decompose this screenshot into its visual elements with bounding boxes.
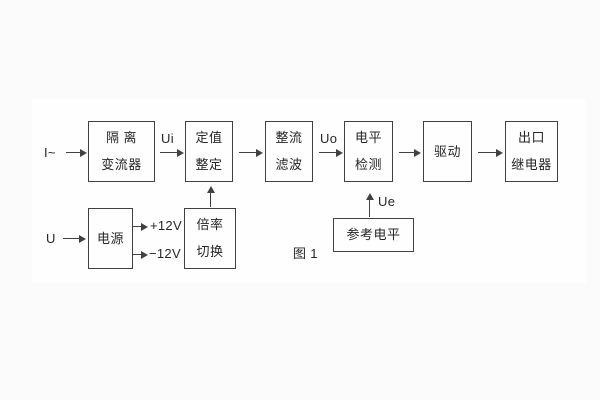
- block-label: 倍率: [196, 217, 224, 232]
- block-power-supply: 电源: [88, 208, 133, 269]
- block-label: 出口: [517, 130, 545, 145]
- block-label: 参考电平: [346, 227, 401, 242]
- figure-caption: 图 1: [293, 246, 318, 261]
- block-label: 隔 离: [105, 130, 138, 145]
- arrow-right-icon: [160, 149, 184, 157]
- label-input-voltage: U: [46, 231, 56, 246]
- block-label: 电源: [96, 230, 124, 246]
- block-ratio-switch: 倍率 切换: [184, 208, 236, 269]
- block-label: 定值: [195, 130, 223, 145]
- block-label: 电平: [354, 130, 382, 145]
- arrow-right-icon: [319, 149, 343, 157]
- block-label: 检测: [354, 157, 382, 172]
- block-level-detect: 电平 检测: [344, 121, 393, 182]
- block-reference-level: 参考电平: [333, 218, 414, 252]
- block-label: 驱动: [433, 143, 461, 159]
- arrow-up-icon: [206, 186, 215, 207]
- block-label: 继电器: [511, 157, 552, 172]
- arrow-right-icon: [239, 149, 263, 157]
- arrow-right-icon: [133, 223, 148, 231]
- label-rail-plus-12v: +12V: [150, 218, 182, 233]
- block-label: 整定: [195, 157, 223, 172]
- block-outlet-relay: 出口 继电器: [505, 121, 558, 182]
- arrow-right-icon: [399, 149, 421, 157]
- block-label: 变流器: [101, 157, 142, 172]
- label-rail-minus-12v: −12V: [149, 246, 181, 261]
- arrow-right-icon: [66, 149, 87, 157]
- label-signal-ui: Ui: [161, 131, 174, 146]
- arrow-up-icon: [365, 193, 374, 217]
- block-isolation-transformer: 隔 离 变流器: [88, 121, 155, 182]
- block-label: 滤波: [275, 157, 303, 172]
- label-signal-uo: Uo: [320, 131, 338, 146]
- arrow-right-icon: [63, 235, 86, 243]
- arrow-right-icon: [478, 149, 503, 157]
- label-signal-ue: Ue: [378, 194, 396, 209]
- block-setting-adjust: 定值 整定: [185, 121, 233, 182]
- block-label: 切换: [196, 244, 224, 259]
- block-rectify-filter: 整流 滤波: [265, 121, 313, 182]
- arrow-right-icon: [133, 251, 148, 259]
- label-input-current: I~: [44, 145, 56, 160]
- block-label: 整流: [275, 130, 303, 145]
- block-drive: 驱动: [423, 121, 472, 182]
